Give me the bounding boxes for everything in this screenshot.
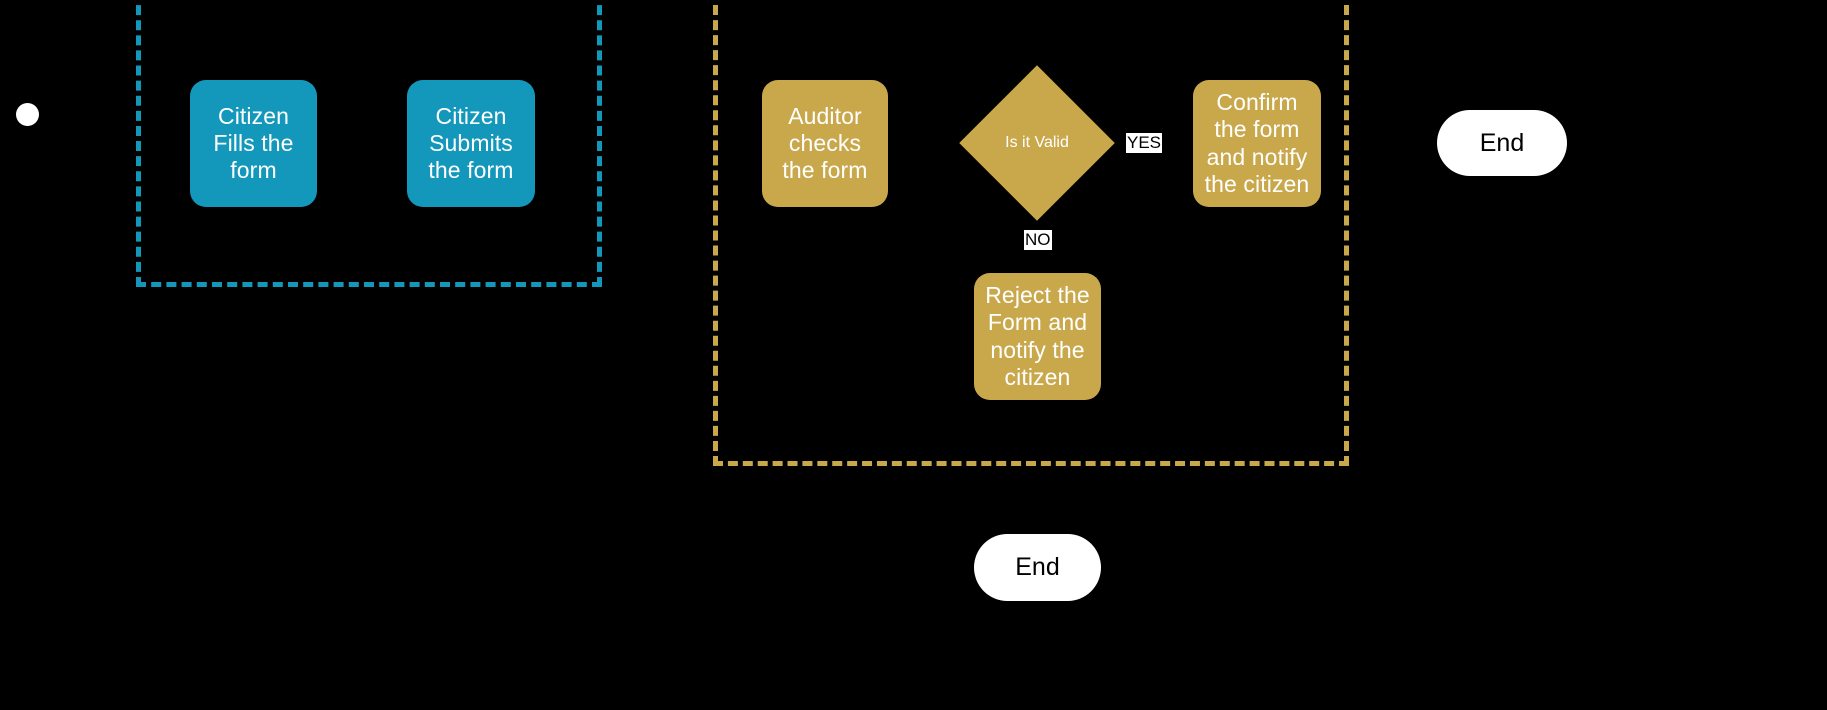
- auditor-lane-container: [713, 0, 1349, 466]
- node-auditor-checks-the-form[interactable]: Auditor checks the form: [762, 80, 888, 207]
- end-event-right[interactable]: End: [1437, 110, 1567, 176]
- node-label: Citizen Submits the form: [428, 102, 514, 184]
- start-event-node[interactable]: [16, 103, 39, 126]
- end-event-label: End: [1479, 128, 1525, 157]
- node-reject-the-form-and-notify-the-citizen[interactable]: Reject the Form and notify the citizen: [974, 273, 1101, 400]
- node-label: Confirm the form and notify the citizen: [1204, 89, 1310, 197]
- end-event-label: End: [1015, 553, 1060, 581]
- end-event-bottom[interactable]: End: [974, 534, 1101, 601]
- node-citizen-fills-the-form[interactable]: Citizen Fills the form: [190, 80, 317, 207]
- edge-label-no: NO: [1024, 230, 1052, 250]
- node-label: Citizen Fills the form: [213, 102, 294, 184]
- node-confirm-the-form-and-notify-the-citizen[interactable]: Confirm the form and notify the citizen: [1193, 80, 1321, 207]
- node-citizen-submits-the-form[interactable]: Citizen Submits the form: [407, 80, 535, 207]
- node-label: Reject the Form and notify the citizen: [985, 282, 1090, 390]
- edge-label-yes: YES: [1126, 133, 1163, 153]
- citizen-lane-container: [136, 0, 602, 287]
- node-label: Auditor checks the form: [782, 102, 868, 184]
